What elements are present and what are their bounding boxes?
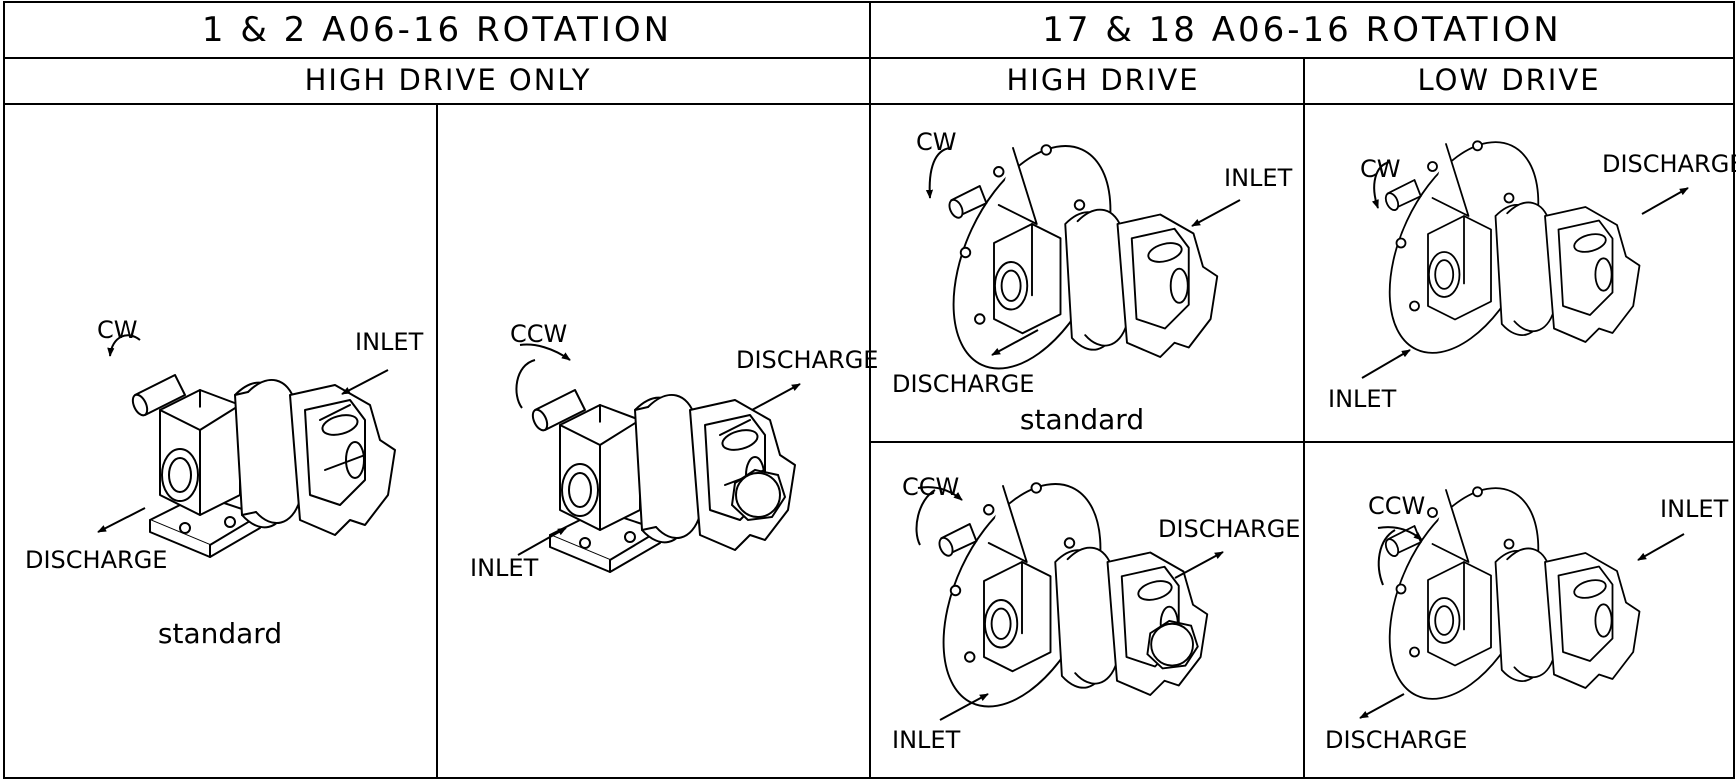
pump-drawing-p3	[920, 120, 1241, 394]
p4-rotation-label: CW	[1360, 155, 1401, 183]
pump-drawing-p1	[97, 334, 396, 558]
p5-inlet-label: INLET	[892, 726, 961, 754]
p6-rotation-label: CCW	[1368, 492, 1426, 520]
pump-drawing-p4	[1358, 118, 1689, 379]
right-section-title: 17 & 18 A06-16 ROTATION	[1042, 10, 1562, 50]
pump-drawing-p6	[1358, 464, 1685, 723]
right-subheader-low: LOW DRIVE	[1417, 63, 1601, 97]
p3-standard-note: standard	[1019, 403, 1145, 436]
p2-discharge-label: DISCHARGE	[736, 346, 879, 374]
p2-inlet-label: INLET	[470, 554, 539, 582]
p3-rotation-label: CW	[916, 128, 957, 156]
p1-standard-note: standard	[157, 617, 283, 650]
p6-discharge-label: DISCHARGE	[1325, 726, 1468, 754]
p5-rotation-label: CCW	[902, 473, 960, 501]
right-subheader-high: HIGH DRIVE	[1006, 63, 1200, 97]
pump-drawing-p2	[515, 343, 801, 572]
p4-discharge-label: DISCHARGE	[1602, 150, 1736, 178]
p6-inlet-label: INLET	[1660, 495, 1729, 523]
p5-discharge-label: DISCHARGE	[1158, 515, 1301, 543]
p3-discharge-label: DISCHARGE	[892, 370, 1035, 398]
pump-drawing-p5	[912, 460, 1224, 731]
p1-rotation-label: CW	[97, 316, 138, 344]
grid-lines	[3, 1, 1735, 779]
p1-discharge-label: DISCHARGE	[25, 546, 168, 574]
p2-rotation-label: CCW	[510, 320, 568, 348]
p4-inlet-label: INLET	[1328, 385, 1397, 413]
left-section-title: 1 & 2 A06-16 ROTATION	[201, 10, 673, 50]
p3-inlet-label: INLET	[1224, 164, 1293, 192]
p1-inlet-label: INLET	[355, 328, 424, 356]
left-subheader: HIGH DRIVE ONLY	[304, 63, 592, 97]
